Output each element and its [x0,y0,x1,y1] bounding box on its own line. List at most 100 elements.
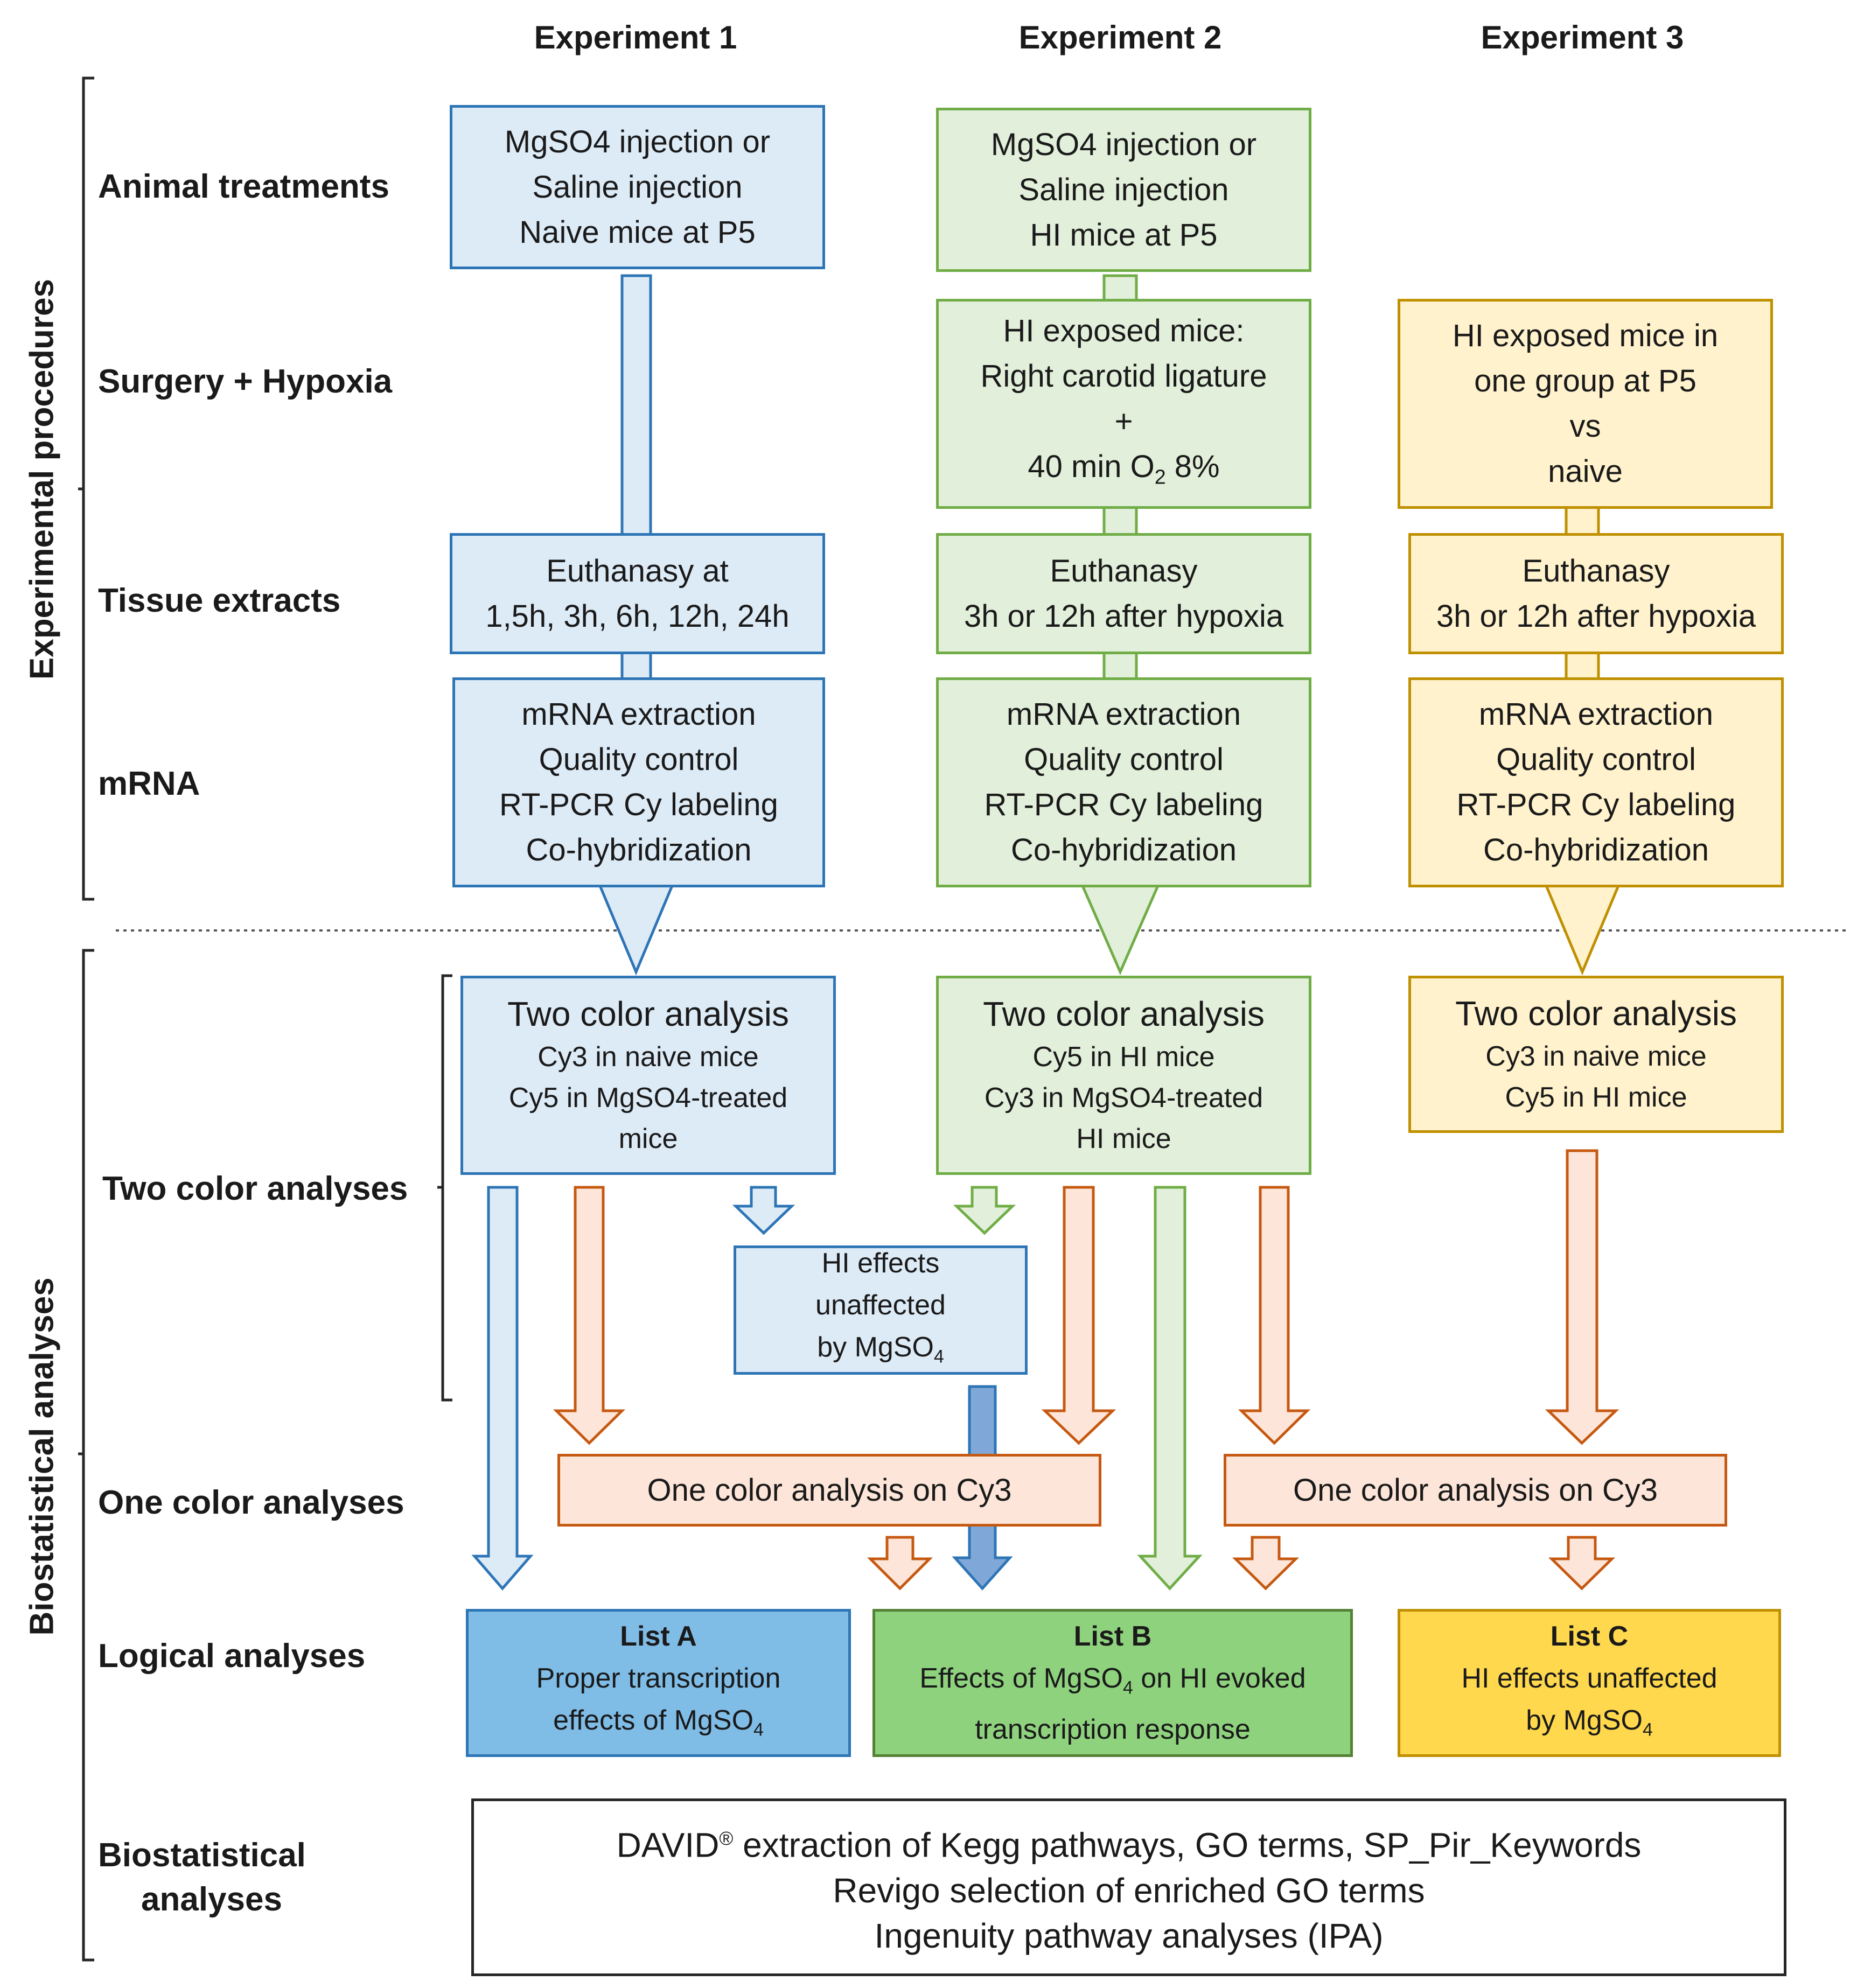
exp1-mrna-line: Quality control [539,742,739,777]
exp1-two-color-title: Two color analysis [507,995,789,1033]
exp3-tissue-line: 3h or 12h after hypoxia [1436,598,1756,634]
column-header-exp3: Experiment 3 [1481,19,1684,55]
exp2-mrna-line: Co-hybridization [1010,832,1237,867]
two-color-bracket [441,974,452,1402]
biostatistical-analyses-box: DAVID® extraction of Kegg pathways, GO t… [471,1798,1786,1976]
exp2-treatment-line: HI mice at P5 [1030,217,1218,253]
exp2-two-color-box: Two color analysis Cy5 in HI mice Cy3 in… [936,976,1311,1175]
exp2-surgery-o2-sub: 2 [1154,465,1166,488]
exp2-surgery-line: 40 min O2 8% [1028,444,1219,500]
one-color-box-right: One color analysis on Cy3 [1224,1454,1727,1527]
exp2-surgery-o2-pct: 8% [1165,449,1220,484]
list-b-hi-text: on HI evoked [1133,1662,1306,1694]
orange-arrow-2 [1041,1186,1116,1445]
one-color-box-left: One color analysis on Cy3 [557,1454,1101,1527]
biostat-line-revigo: Revigo selection of enriched GO terms [833,1871,1425,1910]
list-a-mgso-sub: 4 [753,1719,764,1740]
exp2-tissue-line: 3h or 12h after hypoxia [964,598,1284,634]
exp3-mrna-line: RT-PCR Cy labeling [1456,787,1736,822]
exp2-mrna-line: Quality control [1024,742,1224,777]
orange-small-arrow-1 [867,1536,933,1591]
list-b-line: transcription response [975,1714,1251,1746]
list-c-line: by MgSO4 [1526,1699,1653,1751]
exp1-mrna-line: Co-hybridization [526,832,752,867]
biostat-line-david: DAVID® extraction of Kegg pathways, GO t… [617,1816,1642,1867]
exp2-mrna-box: mRNA extraction Quality control RT-PCR C… [936,677,1311,887]
exp3-mrna-box: mRNA extraction Quality control RT-PCR C… [1408,677,1784,887]
hi-effects-mgso-text: by MgSO [817,1332,934,1363]
column-header-exp2: Experiment 2 [1018,19,1222,55]
exp1-tissue-box: Euthanasy at 1,5h, 3h, 6h, 12h, 24h [450,533,825,654]
orange-small-arrow-2 [1232,1536,1300,1591]
exp2-surgery-line: + [1114,403,1133,439]
orange-arrow-1 [553,1186,626,1445]
biostat-line-ipa: Ingenuity pathway analyses (IPA) [874,1916,1384,1955]
exp3-two-color-title: Two color analysis [1455,994,1737,1033]
exp2-mrna-line: RT-PCR Cy labeling [984,787,1263,822]
exp2-two-color-line: HI mice [1076,1123,1171,1154]
exp2-treatment-box: MgSO4 injection or Saline injection HI m… [936,108,1311,272]
hi-effects-mgso-sub: 4 [933,1346,944,1367]
exp1-mrna-line: mRNA extraction [521,697,756,732]
exp2-treatment-line: Saline injection [1018,172,1229,207]
list-c-mgso-text: by MgSO [1526,1704,1643,1736]
list-a-box: List A Proper transcription effects of M… [466,1609,851,1757]
hi-effects-line: HI effects [821,1248,940,1279]
david-extraction-text: extraction of Kegg pathways, GO terms, S… [733,1825,1642,1865]
row-label-surgery: Surgery + Hypoxia [98,363,393,400]
row-label-one-color: One color analyses [98,1484,404,1521]
exp3-surgery-box: HI exposed mice in one group at P5 vs na… [1398,299,1773,509]
blue-short-arrow [732,1186,795,1235]
blue-long-arrow [471,1186,534,1591]
column-header-exp1: Experiment 1 [534,19,737,55]
row-label-biostat-line2: analyses [141,1881,282,1918]
exp3-tissue-box: Euthanasy 3h or 12h after hypoxia [1408,533,1784,654]
row-label-two-color: Two color analyses [102,1170,408,1207]
exp2-two-color-line: Cy3 in MgSO4-treated [984,1082,1263,1114]
exp1-mrna-line: RT-PCR Cy labeling [499,787,778,822]
exp3-mrna-line: Quality control [1496,742,1696,777]
exp1-tissue-line: Euthanasy at [546,553,729,589]
exp3-surgery-line: naive [1548,454,1623,489]
exp1-treatment-line: MgSO4 injection or [504,124,771,159]
hi-effects-line: unaffected [815,1290,946,1321]
exp3-surgery-line: HI exposed mice in [1452,318,1719,353]
exp2-tissue-box: Euthanasy 3h or 12h after hypoxia [936,533,1311,654]
row-label-biostat: Biostatistical analyses [98,1833,306,1922]
exp3-tissue-line: Euthanasy [1522,553,1670,589]
exp3-two-color-box: Two color analysis Cy3 in naive mice Cy5… [1408,976,1784,1133]
exp1-tissue-line: 1,5h, 3h, 6h, 12h, 24h [485,598,790,634]
green-long-arrow [1137,1186,1203,1591]
exp2-tissue-line: Euthanasy [1050,553,1198,589]
list-b-title: List B [1073,1620,1152,1652]
exp1-treatment-line: Naive mice at P5 [519,214,756,250]
exp3-surgery-line: vs [1569,409,1601,444]
exp2-mrna-line: mRNA extraction [1006,697,1241,732]
exp3-mrna-line: mRNA extraction [1478,697,1714,732]
row-label-tissue: Tissue extracts [98,582,341,619]
orange-arrow-3 [1238,1186,1311,1445]
hi-effects-line: by MgSO4 [817,1326,944,1377]
exp3-surgery-line: one group at P5 [1474,363,1697,398]
exp2-surgery-box: HI exposed mice: Right carotid ligature … [936,299,1311,509]
list-b-mgso-sub: 4 [1122,1677,1133,1698]
exp2-two-color-line: Cy5 in HI mice [1032,1041,1215,1073]
list-b-line: Effects of MgSO4 on HI evoked [919,1657,1306,1709]
exp1-two-color-line: Cy3 in naive mice [537,1041,759,1073]
exp1-two-color-line: mice [618,1123,678,1154]
list-b-mgso-text: Effects of MgSO [919,1662,1123,1694]
orange-small-arrow-3 [1548,1536,1616,1591]
exp1-mrna-box: mRNA extraction Quality control RT-PCR C… [452,677,825,887]
hi-effects-box: HI effects unaffected by MgSO4 [734,1245,1028,1375]
list-a-line: Proper transcription [536,1662,781,1694]
list-c-mgso-sub: 4 [1642,1719,1653,1740]
exp2-treatment-line: MgSO4 injection or [990,127,1257,162]
exp1-two-color-box: Two color analysis Cy3 in naive mice Cy5… [460,976,836,1175]
biostat-bracket [82,949,94,1962]
list-c-title: List C [1550,1620,1629,1652]
list-c-line: HI effects unaffected [1461,1662,1718,1694]
exp3-mrna-line: Co-hybridization [1483,832,1709,867]
list-b-box: List B Effects of MgSO4 on HI evoked tra… [872,1609,1353,1757]
